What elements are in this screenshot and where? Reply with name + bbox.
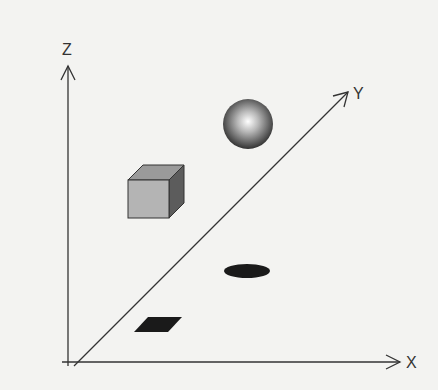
axis-label: X: [406, 355, 417, 371]
sphere: [223, 99, 273, 149]
z-axis: [67, 66, 68, 366]
cube: [128, 165, 184, 218]
y-axis: [74, 92, 348, 366]
y-arrowhead: [333, 92, 348, 107]
axis-label: Z: [62, 42, 72, 58]
axis-label: Y: [353, 86, 364, 102]
sphere-shadow: [224, 264, 270, 278]
z-arrowhead: [61, 66, 75, 80]
x-arrowhead: [386, 355, 400, 369]
x-axis: [62, 361, 400, 362]
cube-shadow: [134, 317, 182, 332]
